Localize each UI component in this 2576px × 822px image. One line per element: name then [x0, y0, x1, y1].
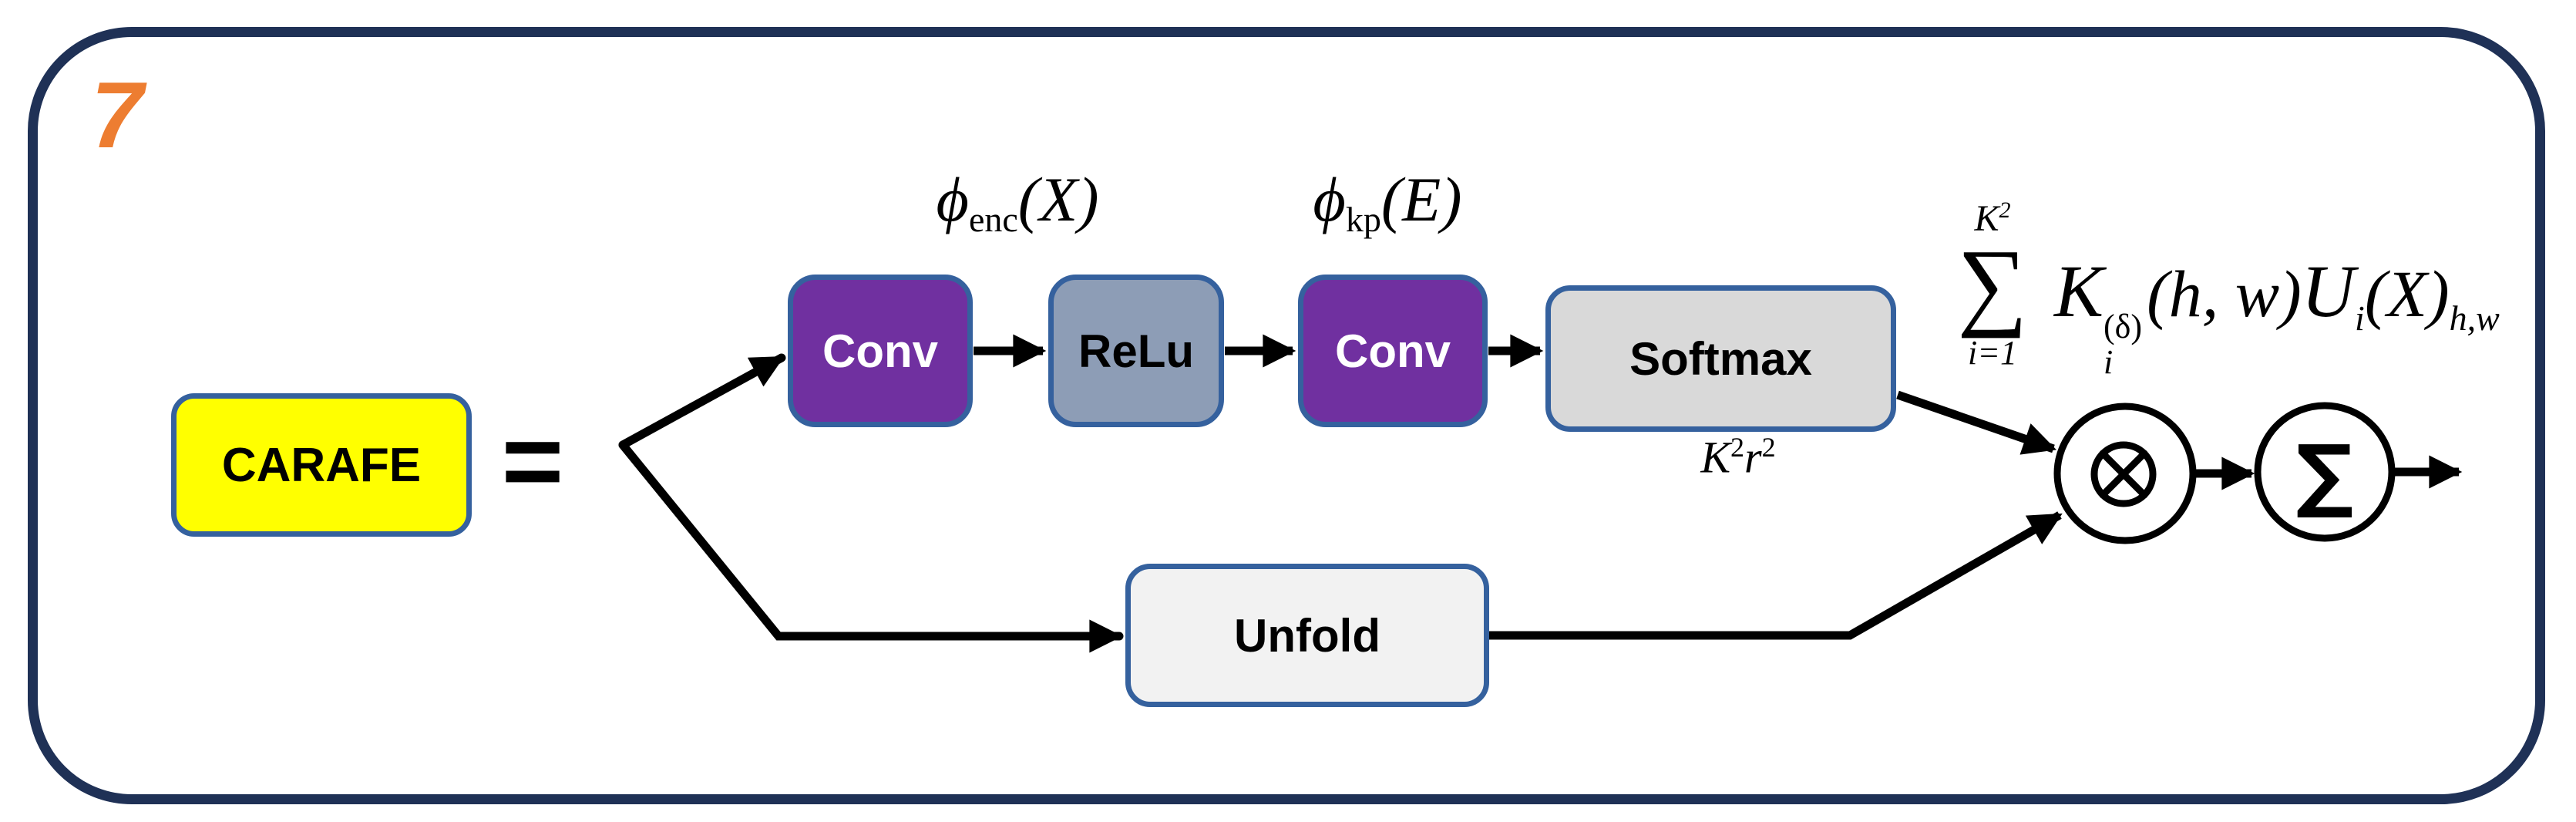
connector-branch-to-conv1 [618, 353, 786, 450]
figure-number: 7 [91, 62, 143, 167]
phi-kp-base: ϕ [1313, 164, 1346, 234]
kernel-scripts: (δ)i [2104, 308, 2143, 382]
sum-sigma-glyph: ∑ [1957, 229, 2028, 339]
equals-sign: = [501, 401, 564, 520]
conv2-box: Conv [1298, 275, 1488, 427]
feature-sub: i [2355, 298, 2365, 339]
feature-term: U [2301, 250, 2356, 332]
kernel-args: (h, w) [2147, 257, 2302, 331]
phi-kp-args: (E) [1380, 164, 1462, 234]
phi-enc-args: (X) [1017, 164, 1099, 234]
sigma-symbol: ∑ [2296, 427, 2354, 521]
k2r2-k-exp: 2 [1730, 432, 1745, 463]
softmax-label: Softmax [1629, 332, 1812, 385]
carafe-label: CARAFE [221, 438, 422, 492]
connector-unfold-to-multiply [1489, 511, 2063, 640]
phi-enc-sub: enc [968, 200, 1018, 239]
k2r2-r: r [1744, 432, 1762, 483]
kernel-term: K [2054, 250, 2104, 332]
summation-sign: K2 ∑ i=1 [1931, 199, 2054, 370]
formula-expression: K(δ)i(h, w)Ui(X)h,w [2054, 254, 2500, 380]
phi-enc-base: ϕ [936, 164, 969, 234]
multiply-node-otimes-icon [2053, 403, 2197, 544]
softmax-size-label: K2r2 [1657, 433, 1819, 480]
softmax-box: Softmax [1545, 285, 1896, 432]
unfold-label: Unfold [1234, 609, 1380, 662]
relu-box: ReLu [1048, 275, 1224, 427]
k2r2-r-exp: 2 [1761, 432, 1776, 463]
conv2-label: Conv [1335, 325, 1451, 377]
output-formula: K2 ∑ i=1 K(δ)i(h, w)Ui(X)h,w [1931, 199, 2500, 380]
conv1-box: Conv [788, 275, 973, 427]
feature-args: (X) [2364, 257, 2450, 331]
connector-softmax-to-multiply [1896, 390, 2057, 455]
relu-label: ReLu [1078, 325, 1194, 377]
sum-upper-limit: K2 [1974, 197, 2011, 239]
carafe-box: CARAFE [171, 393, 472, 537]
sum-lower-limit: i=1 [1968, 333, 2017, 372]
connector-branch-to-unfold [618, 440, 1124, 653]
sum-node-sigma-icon: ∑ [2254, 402, 2396, 542]
k2r2-k: K [1700, 432, 1731, 483]
phi-kp-sub: kp [1345, 200, 1381, 239]
conv1-label: Conv [822, 325, 938, 377]
diagram-frame [28, 27, 2545, 804]
unfold-box: Unfold [1125, 564, 1489, 707]
trailing-sub: h,w [2449, 298, 2500, 339]
